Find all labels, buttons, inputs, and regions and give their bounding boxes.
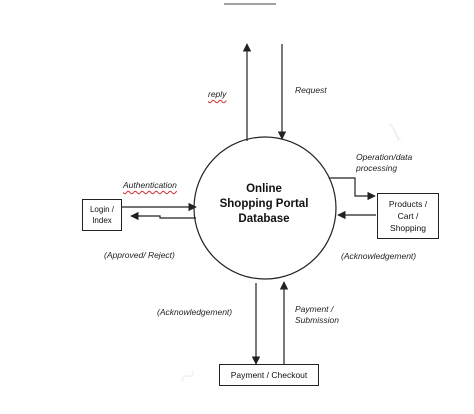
payment-checkout-label: Payment / Checkout — [230, 370, 308, 380]
process-title: Online Shopping Portal Database — [200, 182, 328, 227]
operation-arrow — [329, 177, 376, 201]
label-ack-bottom: (Acknowledgement) — [157, 307, 233, 317]
approved-reject-arrow — [130, 211, 196, 221]
login-index-label: Login / Index — [89, 205, 115, 225]
payment-checkout-box: Payment / Checkout — [219, 364, 319, 386]
label-reply: reply — [208, 89, 227, 99]
process-title-line-3: Database — [238, 213, 290, 225]
label-approved-reject: (Approved/ Reject) — [104, 250, 175, 260]
label-ack-right: (Acknowledgement) — [341, 251, 417, 261]
label-request: Request — [295, 85, 327, 95]
process-title-line-2: Shopping Portal — [219, 198, 309, 210]
products-cart-label: Products / Cart / Shopping — [388, 199, 428, 233]
label-operation: Operation/data processing — [356, 152, 413, 173]
label-payment-submission: Payment / Submission — [295, 304, 339, 325]
label-authentication: Authentication — [123, 180, 177, 190]
products-cart-box: Products / Cart / Shopping — [377, 193, 439, 239]
login-index-box: Login / Index — [82, 199, 122, 231]
process-title-line-1: Online — [246, 183, 282, 195]
